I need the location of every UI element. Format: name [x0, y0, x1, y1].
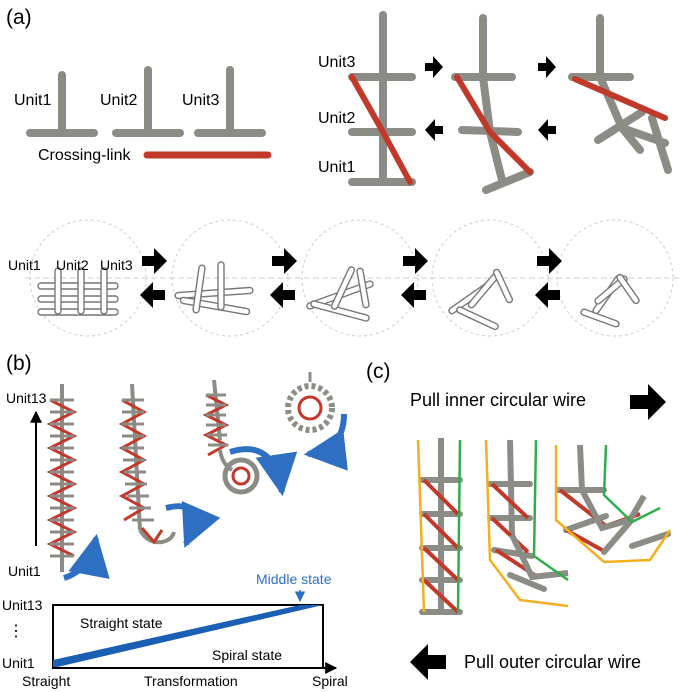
pull-inner-label: Pull inner circular wire [410, 390, 586, 410]
circle-state-row [25, 219, 680, 337]
unit1-model [26, 71, 98, 137]
graph-y-top-label: Unit13 [2, 597, 43, 613]
rotate-arrow-icon [229, 446, 298, 497]
rotate-arrow-icon [303, 413, 348, 471]
stack-unit2-label: Unit2 [318, 110, 355, 127]
unit1-label: Unit1 [14, 92, 51, 109]
robot-bending [118, 383, 176, 545]
crossing-link-label: Crossing-link [38, 147, 131, 164]
arrow-right-icon [425, 56, 443, 78]
bottom-unit1-label: Unit1 [8, 257, 41, 273]
middle-state-label: Middle state [256, 571, 332, 587]
arrow-right-icon [537, 248, 562, 274]
spiral-state-label: Spiral state [212, 647, 282, 663]
arrow-right-icon [142, 248, 167, 274]
arrow-left-icon [535, 282, 560, 308]
arrow-left-icon [538, 119, 556, 141]
robot-straight [46, 384, 78, 572]
circle-state-mechanisms [37, 261, 640, 331]
x-transformation-label: Transformation [144, 673, 238, 689]
panel-a-label: (a) [6, 6, 32, 29]
wire-robot-curled [554, 444, 672, 564]
arrow-right-icon [272, 248, 297, 274]
unit2-label: Unit2 [100, 92, 137, 109]
arrow-left-icon [140, 282, 165, 308]
stacked-units-straight [348, 11, 416, 186]
wire-robot-bending [484, 439, 569, 608]
unit2-model [112, 66, 184, 137]
x-spiral-label: Spiral [312, 673, 348, 689]
bottom-unit3-label: Unit3 [100, 257, 133, 273]
panel-b-label: (b) [6, 352, 32, 375]
robot-curling [202, 379, 260, 495]
arrow-right-icon [630, 384, 666, 420]
rotate-arrow-icon [165, 500, 221, 548]
robot-spiral [285, 372, 335, 433]
arrow-left-icon [410, 644, 446, 680]
rotate-arrow-icon [62, 533, 110, 581]
unit1-b-label: Unit1 [8, 563, 41, 579]
graph-y-dots: ⋮ [8, 623, 24, 640]
panel-c-label: (c) [366, 360, 391, 383]
arrow-left-icon [270, 282, 295, 308]
arrow-right-icon [538, 56, 556, 78]
unit3-model [194, 66, 266, 137]
arrow-left-icon [425, 119, 443, 141]
stack-unit1-label: Unit1 [318, 159, 355, 176]
x-straight-label: Straight [22, 673, 70, 689]
straight-state-label: Straight state [80, 615, 163, 631]
stack-unit3-label: Unit3 [318, 54, 355, 71]
graph-y-bottom-label: Unit1 [2, 655, 35, 671]
unit13-label: Unit13 [6, 390, 47, 406]
pull-outer-label: Pull outer circular wire [464, 652, 641, 672]
arrow-right-icon [403, 248, 428, 274]
wire-robot-straight [416, 438, 463, 615]
stacked-units-curled [568, 14, 672, 174]
bottom-unit2-label: Unit2 [56, 257, 89, 273]
arrow-left-icon [401, 282, 426, 308]
stacked-units-bending [451, 14, 534, 194]
transition-band [53, 605, 323, 668]
unit3-label: Unit3 [182, 92, 219, 109]
